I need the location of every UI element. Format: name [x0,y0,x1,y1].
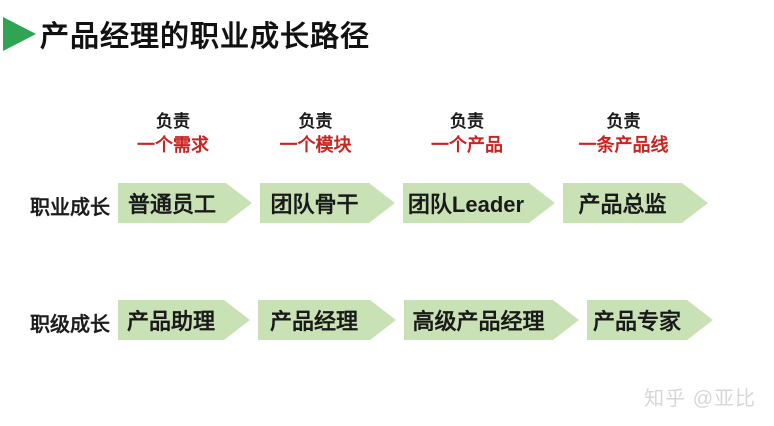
responsibility-scope: 一个产品 [431,135,503,155]
rank-stage-column: 高级产品经理 [404,300,579,340]
row-label-rank-growth: 职级成长 [30,314,110,336]
stage-arrow-label: 团队骨干 [270,192,359,217]
stage-arrow-label: 产品专家 [592,309,681,334]
career-stage-column: 负责 一个需求 普通员工 [118,111,252,223]
title-bullet-triangle-icon [3,17,36,51]
responsibility-label: 负责 一个模块 [260,111,395,158]
career-growth-band: 负责 一个需求 普通员工 负责 一个模块 团队骨干 负责 一个产品 团队Lead… [118,111,708,223]
page-title: 产品经理的职业成长路径 [40,21,371,53]
stage-arrow-label: 产品经理 [269,309,358,334]
stage-arrow: 高级产品经理 [404,300,579,340]
stage-arrow-label: 产品总监 [578,192,667,217]
row-label-career-growth: 职业成长 [30,197,110,219]
responsibility-label: 负责 一个需求 [118,111,252,158]
watermark: 知乎 @亚比 [644,388,756,410]
responsibility-label: 负责 一条产品线 [563,111,708,158]
career-stage-column: 负责 一条产品线 产品总监 [563,111,708,223]
stage-arrow-label: 普通员工 [127,192,216,217]
stage-arrow: 产品经理 [258,300,396,340]
responsibility-prefix: 负责 [450,112,484,131]
rank-stage-column: 产品经理 [258,300,396,340]
stage-arrow-label: 产品助理 [126,309,215,334]
stage-arrow: 产品总监 [563,183,708,223]
stage-arrow: 团队骨干 [260,183,395,223]
responsibility-label: 负责 一个产品 [403,111,555,158]
stage-arrow-label: 高级产品经理 [412,309,545,334]
rank-growth-band: 产品助理 产品经理 高级产品经理 产品专家 [118,300,713,340]
responsibility-prefix: 负责 [298,112,333,131]
responsibility-scope: 一个需求 [137,135,209,155]
career-stage-column: 负责 一个模块 团队骨干 [260,111,395,223]
responsibility-prefix: 负责 [606,112,641,131]
stage-arrow: 产品助理 [118,300,250,340]
responsibility-prefix: 负责 [156,112,190,131]
career-stage-column: 负责 一个产品 团队Leader [403,111,555,223]
rank-stage-column: 产品助理 [118,300,250,340]
stage-arrow: 团队Leader [403,183,555,223]
stage-arrow-label: 团队Leader [407,192,525,217]
title-row: 产品经理的职业成长路径 [3,13,370,55]
stage-arrow: 产品专家 [587,300,713,340]
responsibility-scope: 一条产品线 [578,135,669,155]
rank-stage-column: 产品专家 [587,300,713,340]
stage-arrow: 普通员工 [118,183,252,223]
responsibility-scope: 一个模块 [279,135,352,155]
